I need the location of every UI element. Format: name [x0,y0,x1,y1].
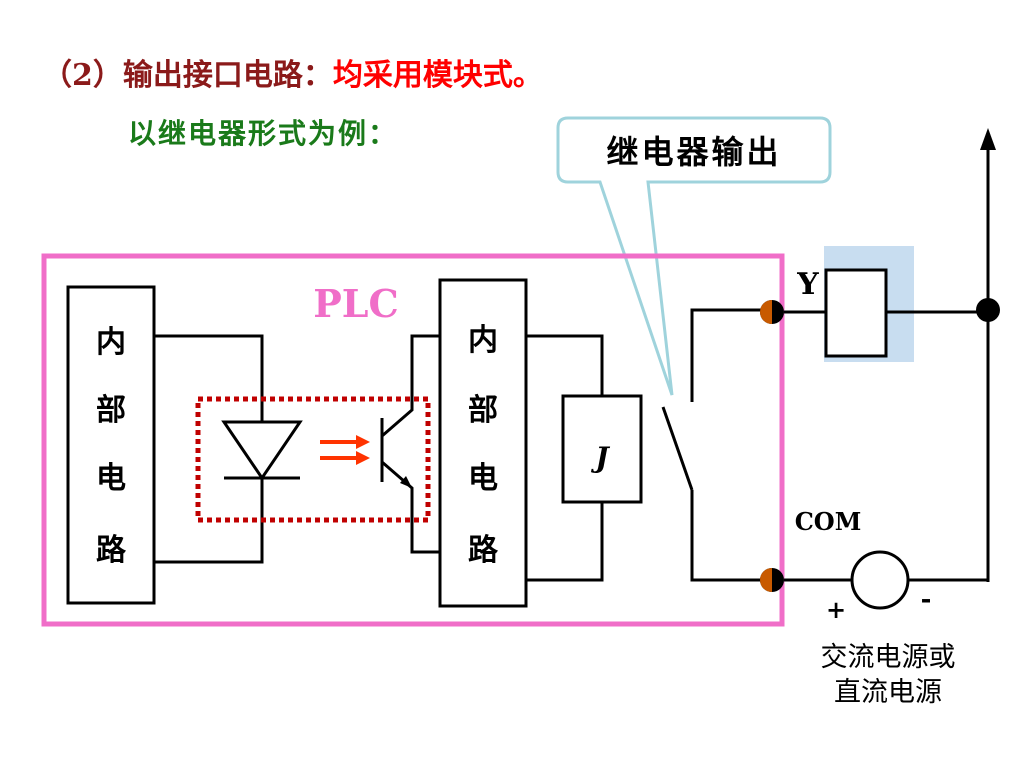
plc-label: PLC [313,281,399,326]
right-block-char-2: 部 [468,393,498,428]
left-block-char-3: 电 [96,461,126,496]
right-block-char-4: 路 [468,533,499,568]
phototransistor-icon [380,334,440,554]
relay-coil-label: J [590,441,610,474]
internal-circuit-right: 内 部 电 路 [438,278,528,608]
optocoupler-box [195,396,431,523]
com-label: COM [795,507,862,536]
bus-junction-dot [976,298,1000,322]
light-arrows-icon [320,435,370,465]
title-highlight: 均采用模块式。 [332,58,543,93]
left-block-char-2: 部 [96,393,126,428]
relay-coil [561,394,643,504]
power-source-label-line-2: 直流电源 [834,677,942,708]
emitter-arrow-icon [400,476,412,488]
page-title: （2）输出接口电路：均采用模块式。 [42,50,543,94]
subtitle: 以继电器形式为例： [128,117,399,150]
callout-bubble: 继电器输出 [556,116,832,396]
minus-label: - [921,585,932,615]
load-label: Y [796,267,819,302]
left-block-char-4: 路 [96,533,127,568]
relay-contact [661,308,770,582]
plus-label: + [826,595,846,624]
plc-boundary [41,253,785,627]
callout-text: 继电器输出 [606,133,781,171]
coil-wiring [526,334,604,582]
terminal-y-accent [760,300,772,324]
led-diode-icon [221,420,303,481]
left-wiring [154,334,264,564]
power-source-label-line-1: 交流电源或 [821,642,956,673]
title-prefix: （2）输出接口电路： [42,58,333,93]
power-source-icon [850,550,910,610]
right-block-char-1: 内 [468,323,498,358]
terminal-com-accent [760,568,772,592]
internal-circuit-left: 内 部 电 路 [66,285,156,605]
left-block-char-1: 内 [96,325,126,360]
load-box [824,268,888,358]
supply-arrow-icon [980,128,996,150]
right-block-char-3: 电 [468,461,498,496]
